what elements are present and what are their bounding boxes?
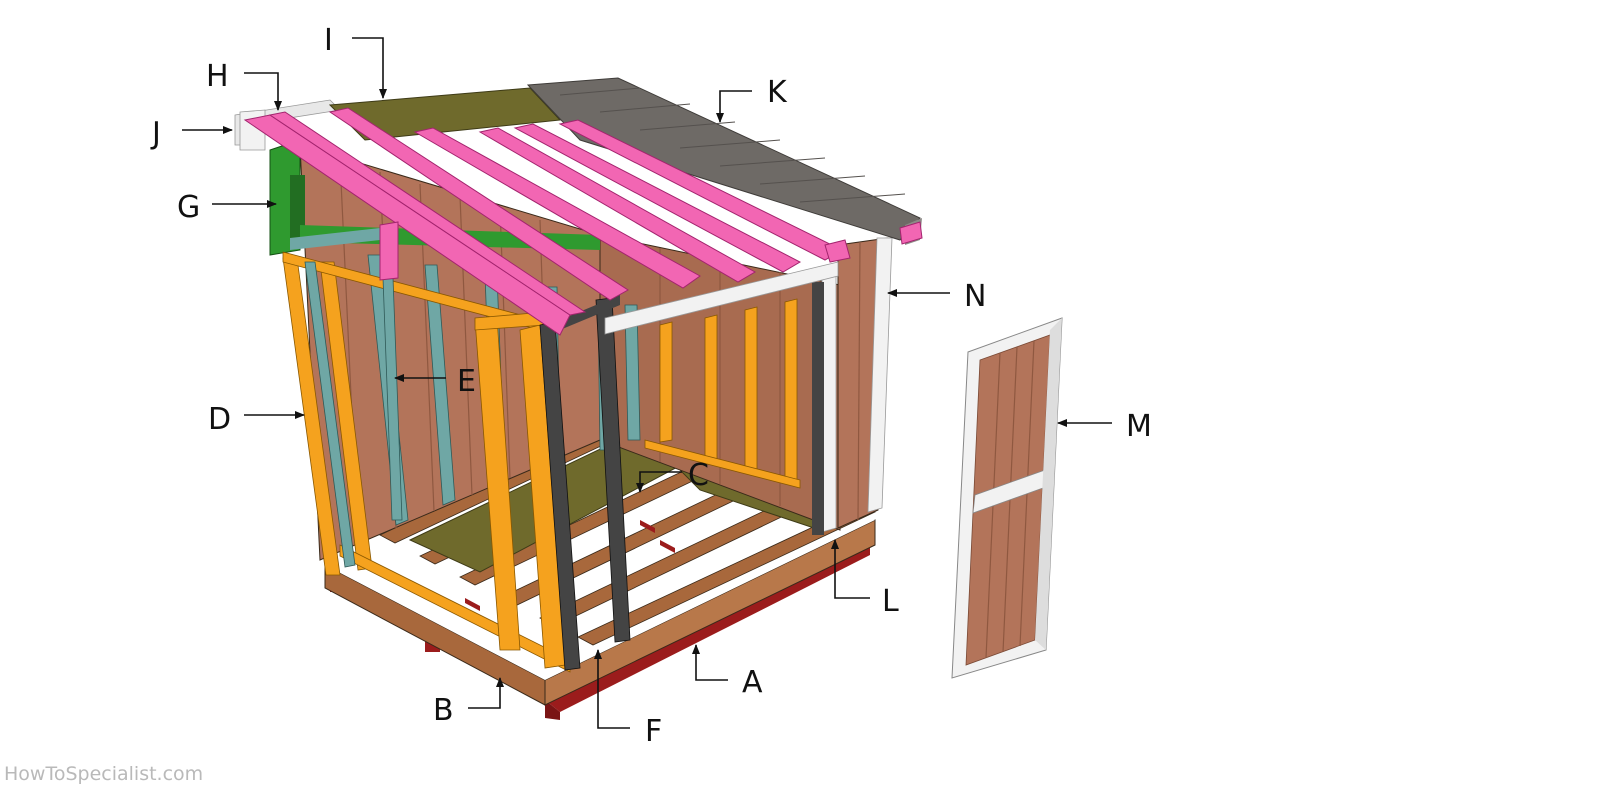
label-f: F — [645, 714, 662, 749]
leader-a — [692, 644, 728, 681]
roof — [328, 77, 922, 245]
label-a: A — [742, 665, 763, 700]
label-n: N — [964, 279, 986, 314]
label-c: C — [688, 458, 709, 493]
label-d: D — [208, 402, 231, 437]
label-h: H — [206, 59, 229, 94]
label-e: E — [457, 364, 476, 399]
label-g: G — [177, 190, 200, 225]
left-wall — [282, 251, 571, 673]
watermark: HowToSpecialist.com — [4, 763, 203, 785]
leader-k — [716, 90, 752, 123]
label-l: L — [882, 584, 899, 619]
label-k: K — [767, 75, 788, 110]
right-side-panel — [812, 237, 893, 535]
part-labels: I H J G K N E D C M L A B F — [150, 23, 1152, 749]
label-i: I — [324, 23, 333, 58]
leader-f — [594, 649, 630, 729]
label-b: B — [433, 693, 454, 728]
leader-c — [636, 471, 682, 493]
leader-b — [468, 677, 504, 709]
back-wall — [299, 144, 841, 561]
shed-illustration — [234, 77, 923, 720]
callout-lines — [182, 37, 1112, 729]
rafters — [243, 107, 844, 336]
label-m: M — [1126, 409, 1152, 444]
leader-i — [352, 37, 387, 99]
label-j: J — [150, 116, 161, 151]
door-panel — [951, 317, 1063, 679]
leader-h — [244, 72, 282, 111]
leader-l — [831, 539, 870, 599]
rafter-ends — [379, 221, 923, 281]
